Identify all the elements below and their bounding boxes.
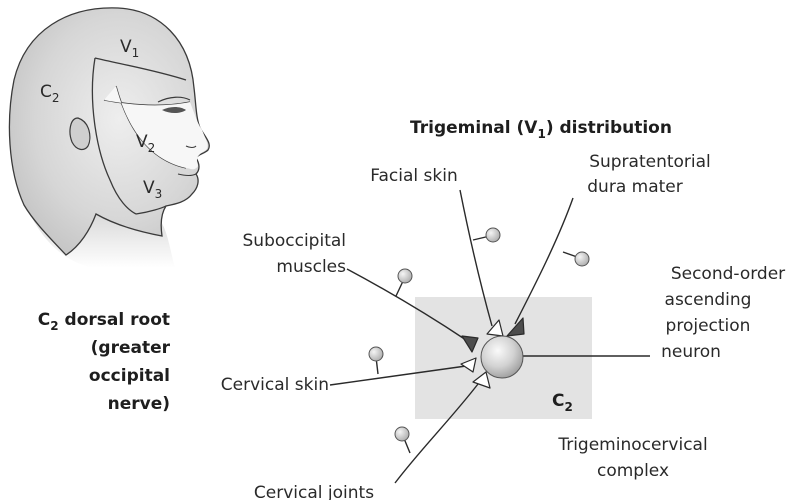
trigeminocervical-label-1: Trigeminocervical <box>557 435 707 455</box>
c2-dorsal-root-caption: C2 dorsal root (greater occipital nerve) <box>38 310 171 414</box>
second-order-label-1: Second-order <box>671 264 785 284</box>
cervical-skin-label: Cervical skin <box>221 375 329 395</box>
caption-line-3: occipital <box>89 366 170 386</box>
facial-skin-label: Facial skin <box>370 166 457 186</box>
second-order-neuron-soma <box>481 336 523 378</box>
suboccipital-label-2: muscles <box>276 257 346 277</box>
head-illustration: C2 V1 V2 V3 <box>9 8 209 268</box>
second-order-label-2: ascending <box>665 290 752 310</box>
supratentorial-label-1: Supratentorial <box>589 152 711 172</box>
supratentorial-label-2: dura mater <box>587 177 682 197</box>
caption-line-1: C2 dorsal root <box>38 310 170 333</box>
suboccipital-receptor <box>398 269 412 283</box>
trigeminal-distribution-title: Trigeminal (V1) distribution <box>410 118 672 141</box>
caption-line-4: nerve) <box>108 394 170 414</box>
dura-receptor <box>575 252 589 266</box>
facial-skin-receptor <box>486 228 500 242</box>
second-order-label-3: projection <box>666 316 751 336</box>
cervical-skin-receptor <box>369 347 383 361</box>
caption-line-2: (greater <box>91 338 171 358</box>
second-order-label-4: neuron <box>661 342 721 362</box>
suboccipital-label-1: Suboccipital <box>243 231 347 251</box>
cervical-joints-label: Cervical joints <box>254 483 374 500</box>
trigeminocervical-label-2: complex <box>597 461 669 481</box>
cervical-joints-receptor <box>395 427 409 441</box>
